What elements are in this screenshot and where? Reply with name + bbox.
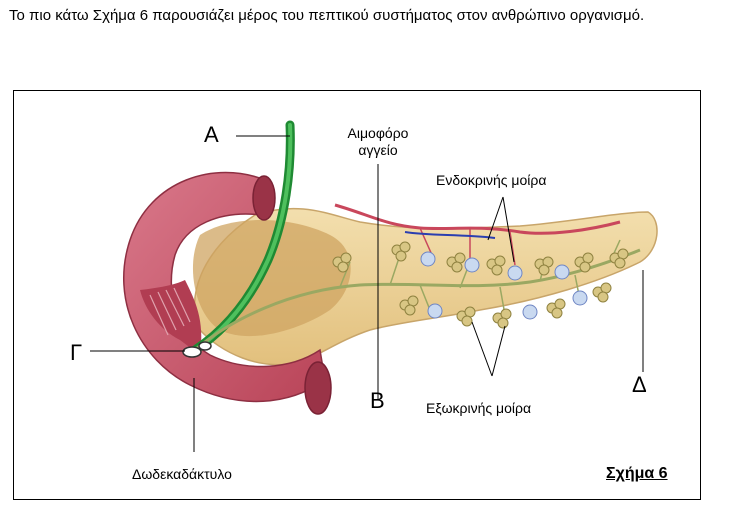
- label-duodenum: Δωδεκαδάκτυλο: [132, 466, 232, 483]
- label-exocrine: Εξωκρινής μοίρα: [426, 400, 531, 417]
- label-a: Α: [204, 122, 219, 148]
- label-b: Β: [370, 388, 385, 414]
- label-g: Γ: [70, 340, 82, 366]
- duodenum-top-opening: [253, 176, 275, 220]
- label-blood-vessel: Αιμοφόρο αγγείο: [339, 125, 417, 159]
- duodenum-bottom-opening: [305, 362, 331, 414]
- label-d: Δ: [632, 372, 647, 398]
- figure-caption: Σχήμα 6: [606, 465, 668, 483]
- label-endocrine: Ενδοκρινής μοίρα: [436, 172, 546, 189]
